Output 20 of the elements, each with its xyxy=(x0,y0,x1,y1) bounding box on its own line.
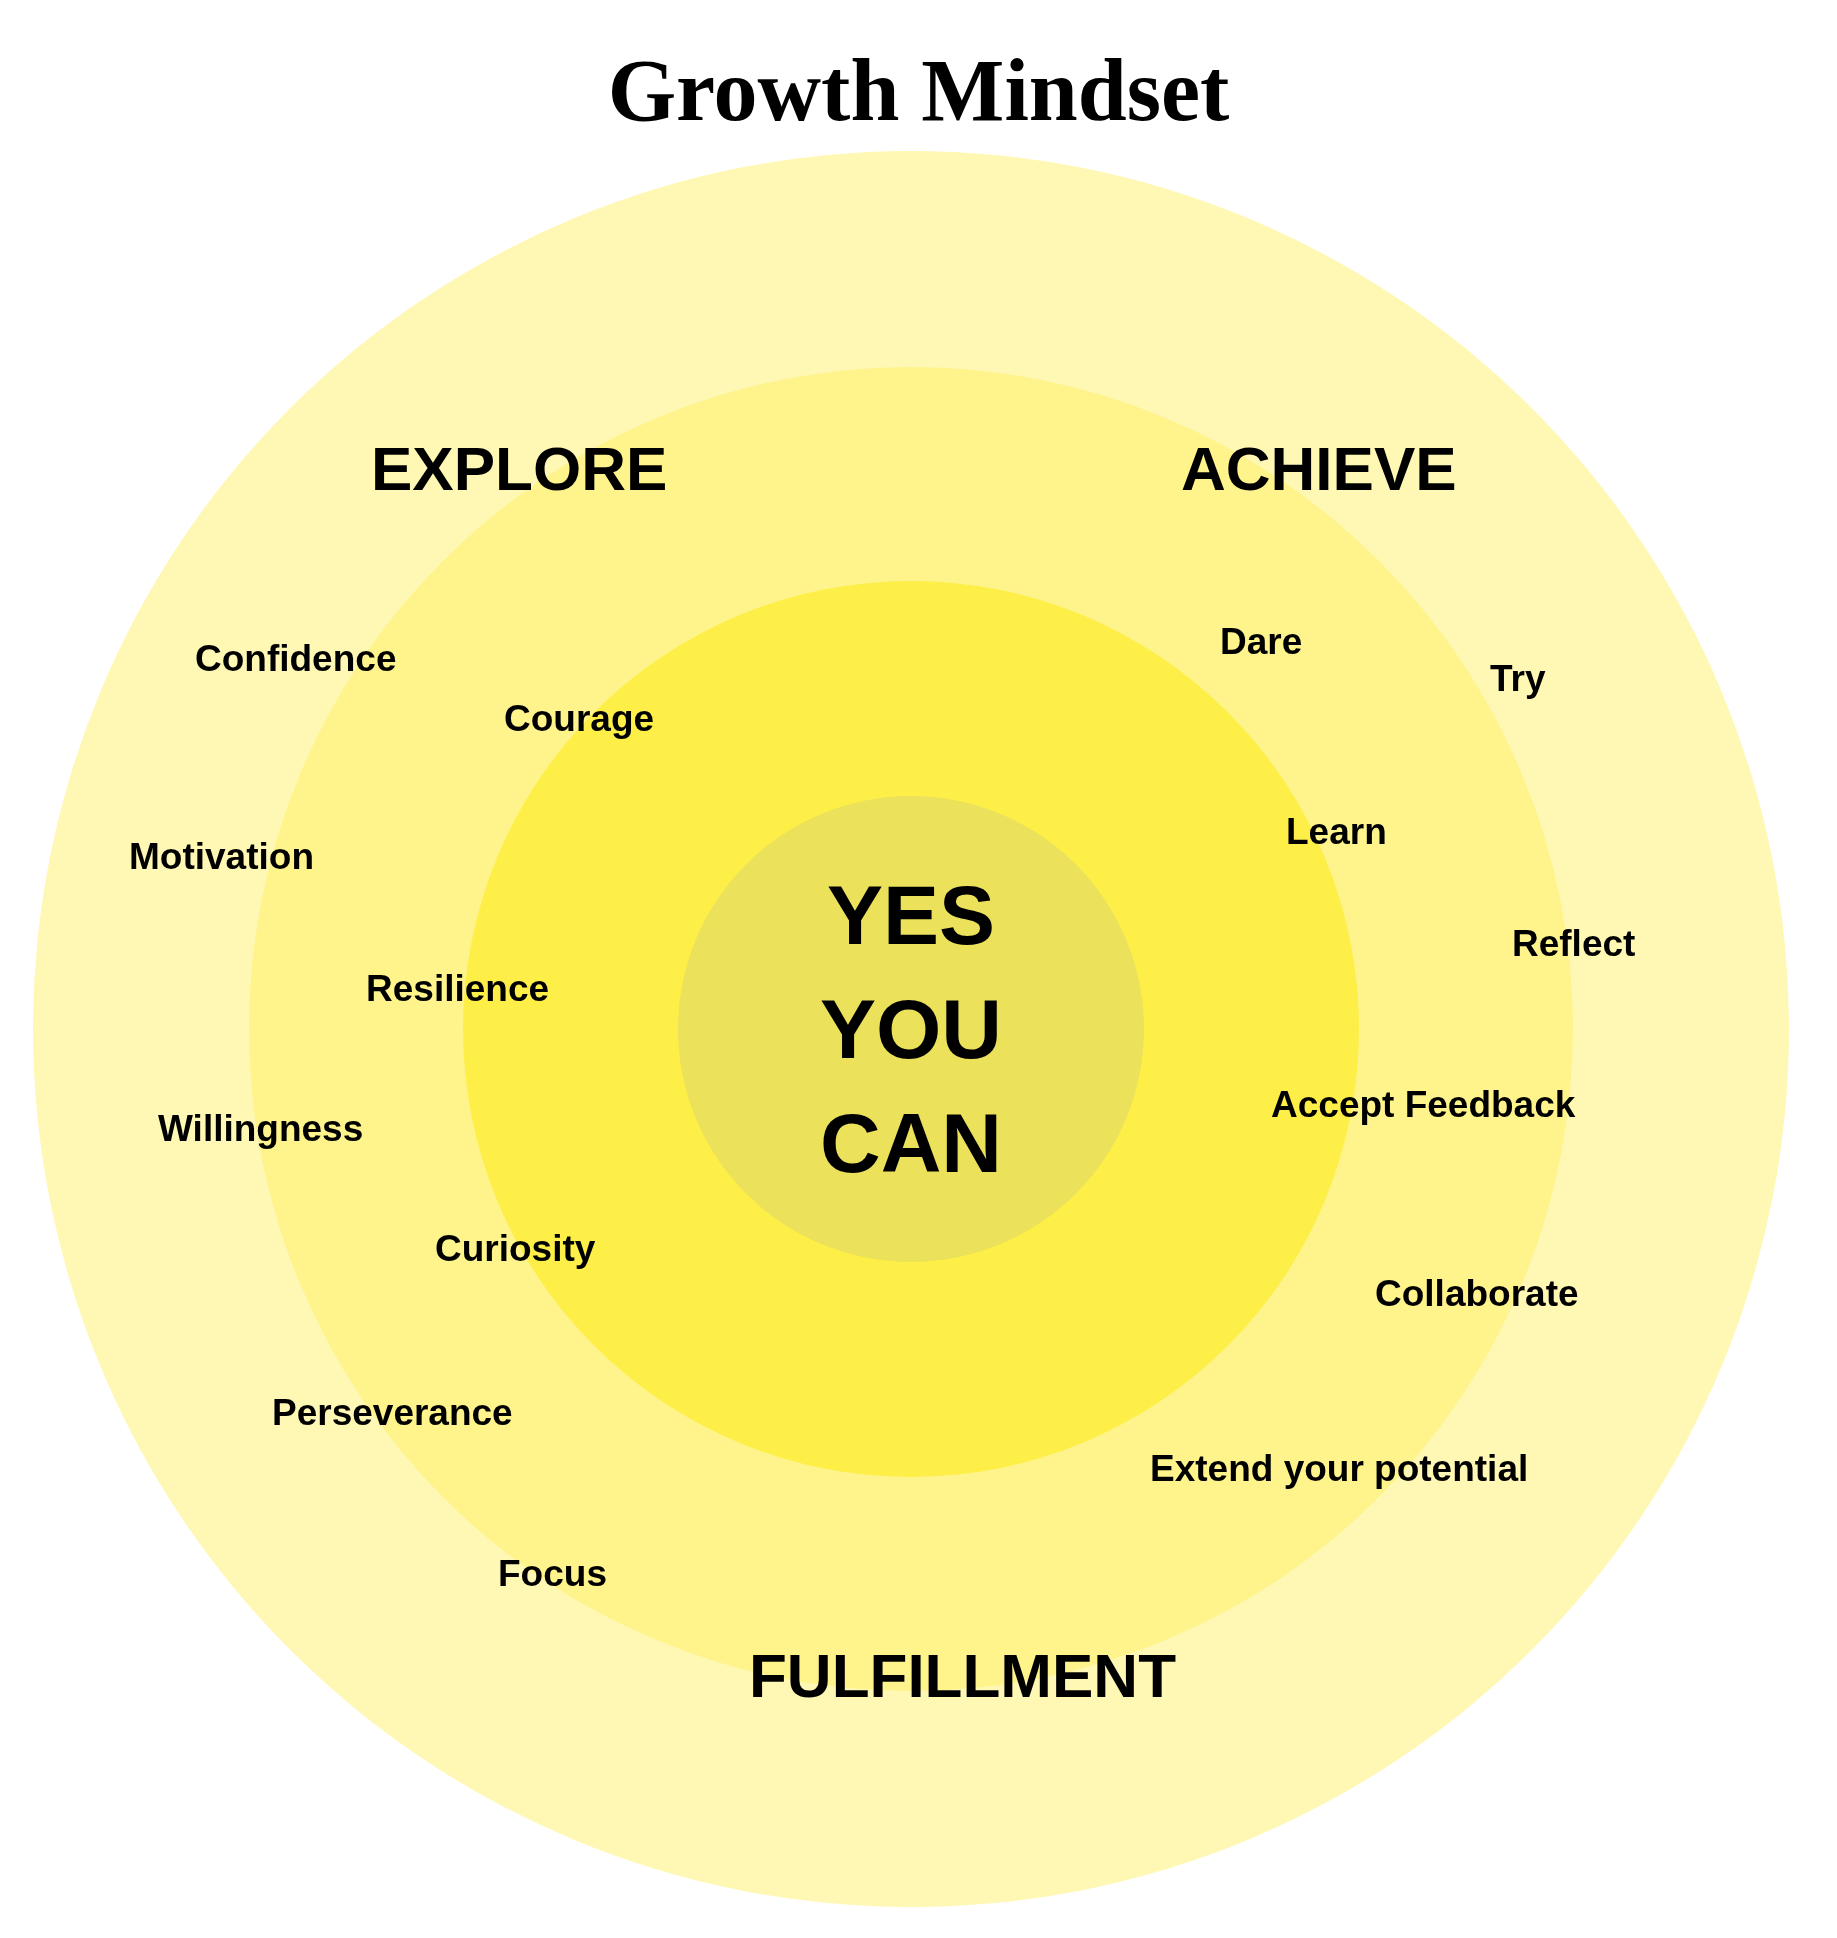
trait-label: Try xyxy=(1490,658,1546,700)
trait-label: Courage xyxy=(504,698,655,740)
trait-label: Collaborate xyxy=(1375,1273,1579,1315)
trait-label: Focus xyxy=(498,1553,607,1595)
trait-label: Learn xyxy=(1286,811,1387,853)
center-text: YES YOU CAN xyxy=(819,867,1003,1192)
section-heading: FULFILLMENT xyxy=(749,1640,1176,1711)
trait-label: Reflect xyxy=(1512,923,1636,965)
trait-label: Willingness xyxy=(158,1108,364,1150)
trait-label: Perseverance xyxy=(272,1392,513,1434)
diagram-title: Growth Mindset xyxy=(606,41,1231,141)
trait-label: Curiosity xyxy=(435,1228,596,1270)
trait-label: Resilience xyxy=(366,968,550,1010)
section-heading: ACHIEVE xyxy=(1181,433,1457,504)
trait-label: Accept Feedback xyxy=(1271,1084,1576,1126)
section-heading: EXPLORE xyxy=(371,433,668,504)
trait-label: Motivation xyxy=(129,836,314,878)
trait-label: Extend your potential xyxy=(1150,1448,1529,1490)
trait-label: Dare xyxy=(1220,621,1303,663)
trait-label: Confidence xyxy=(195,638,397,680)
